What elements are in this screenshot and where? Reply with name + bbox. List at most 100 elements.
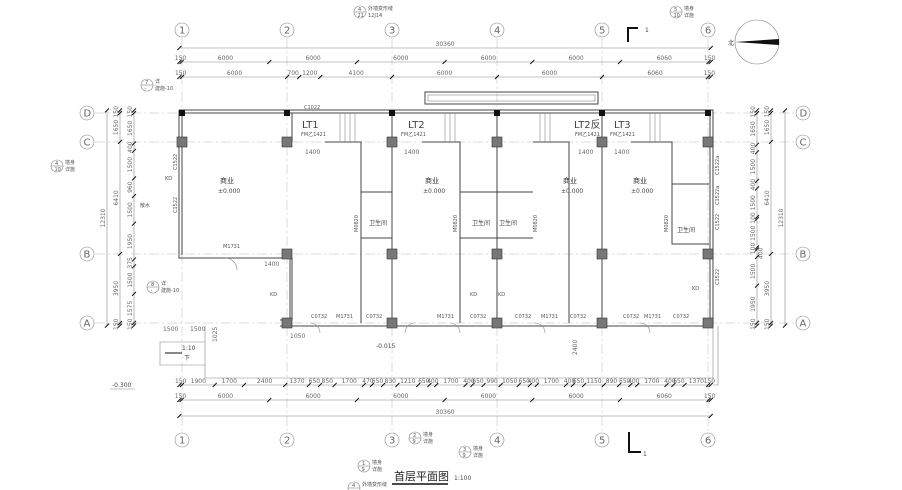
stair-door: FM乙1421: [575, 131, 600, 138]
dimension-tick: [768, 108, 774, 113]
dimension-tick: [671, 382, 676, 388]
callout-number: 3: [463, 447, 466, 453]
door-label: M1731: [644, 314, 661, 320]
dimension-text: 1575: [127, 301, 134, 316]
dimension-tick: [463, 382, 468, 388]
dimension-tick: [369, 382, 375, 388]
callout-number: 1: [362, 461, 365, 467]
dimension-text: 400: [664, 378, 676, 385]
drawing-title: 首层平面图 1:100: [392, 469, 471, 485]
axis-bubble: [489, 22, 505, 38]
dimension-tick: [581, 382, 587, 388]
dimension-tick: [177, 413, 182, 419]
callout-text: 详: [161, 280, 166, 287]
dimension-text: 1150: [586, 378, 601, 385]
dimension-text: 890: [606, 378, 618, 385]
axis-label: C: [84, 138, 91, 149]
dimension-text: 375: [127, 257, 134, 269]
axis-bubble: [279, 432, 295, 448]
dim-label: 1500: [190, 326, 205, 333]
window-label: C1522: [173, 154, 179, 170]
window-label: C1022: [304, 105, 320, 111]
dimension-tick: [754, 283, 760, 288]
dimension-text: 150: [704, 378, 716, 385]
dimension-tick: [266, 397, 272, 403]
dim-label: 1500: [163, 326, 178, 333]
callout-number: 5: [674, 7, 677, 13]
dimension-text: 1500: [750, 225, 757, 240]
axis-label: D: [800, 109, 808, 120]
dimension-tick: [706, 397, 711, 403]
dimension-text: 1050: [502, 378, 517, 385]
column: [702, 136, 714, 148]
column: [596, 317, 608, 329]
section-mark-top: 1: [645, 27, 649, 34]
dimension-tick: [516, 382, 522, 388]
callout-text: 墙身: [423, 431, 433, 438]
column: [702, 248, 714, 260]
axis-bubble: [384, 22, 400, 38]
dimension-tick: [754, 320, 760, 326]
kd-label: KD: [165, 176, 172, 182]
toilet-label: 卫生间: [677, 226, 695, 234]
dimension-tick: [534, 382, 540, 388]
dimension-tick: [117, 323, 123, 328]
callout-text: 墙身: [473, 445, 483, 452]
dimension-text: 100: [750, 243, 757, 255]
dimension-tick: [317, 74, 323, 80]
axis-bubble: [79, 315, 95, 331]
column: [281, 136, 293, 148]
axis-bubble: [795, 246, 811, 262]
dimension-text: 1650: [750, 121, 757, 136]
dimension-text: 6000: [393, 393, 408, 400]
ramp-direction: 下: [184, 355, 190, 362]
dimension-tick: [616, 382, 622, 388]
dimension-text: 6000: [542, 70, 557, 77]
dimension-tick: [708, 45, 714, 51]
door-label: M1731: [336, 314, 353, 320]
axis-label: D: [84, 109, 92, 120]
dimension-text: 100: [750, 212, 757, 224]
dimension-tick: [104, 108, 110, 113]
callout-ref: 建施-10: [155, 85, 173, 92]
room-name: 商业: [220, 176, 234, 185]
dimension-tick: [332, 382, 337, 388]
dimension-tick: [754, 214, 760, 220]
dimension-tick: [427, 382, 432, 388]
dimension-text: 150: [175, 393, 187, 400]
dimension-text: 6000: [218, 55, 233, 62]
dimension-tick: [131, 176, 137, 181]
dimension-tick: [754, 245, 760, 250]
callout-sheet: 9: [362, 467, 365, 473]
dimension-tick: [442, 59, 447, 65]
callout-ref: 详施: [473, 452, 483, 459]
dimension-text: 650: [309, 378, 321, 385]
title-text: 首层平面图: [394, 469, 449, 483]
dimension-text: 6000: [393, 55, 408, 62]
dimension-tick: [634, 382, 640, 388]
dimension-text: 2400: [257, 378, 272, 385]
callout-sheet: 10: [674, 13, 680, 19]
dim-label: 1050: [290, 333, 305, 340]
dimension-tick: [754, 186, 760, 191]
dimension-tick: [389, 74, 395, 80]
dimension-text: 150: [175, 55, 187, 62]
dimension-tick: [131, 108, 137, 113]
column: [176, 136, 188, 148]
dimension-text: 650: [519, 378, 531, 385]
toilet-label: 卫生间: [369, 219, 387, 227]
dimension-tick: [177, 74, 182, 80]
axis-bubble: [700, 22, 716, 38]
callout-ref: 12J14: [368, 13, 382, 19]
dimension-tick: [470, 382, 475, 388]
window-label: C1522: [715, 269, 721, 285]
dimension-tick: [179, 59, 184, 65]
dimension-tick: [708, 59, 714, 65]
axis-label: 3: [389, 26, 395, 37]
kd-label: KD: [498, 292, 505, 298]
dimension-text: 1500: [127, 157, 134, 172]
dimension-tick: [498, 382, 503, 388]
section-marks: 1 1: [627, 27, 649, 458]
dimension-tick: [782, 108, 788, 113]
callout-ref: 详施: [423, 438, 433, 445]
